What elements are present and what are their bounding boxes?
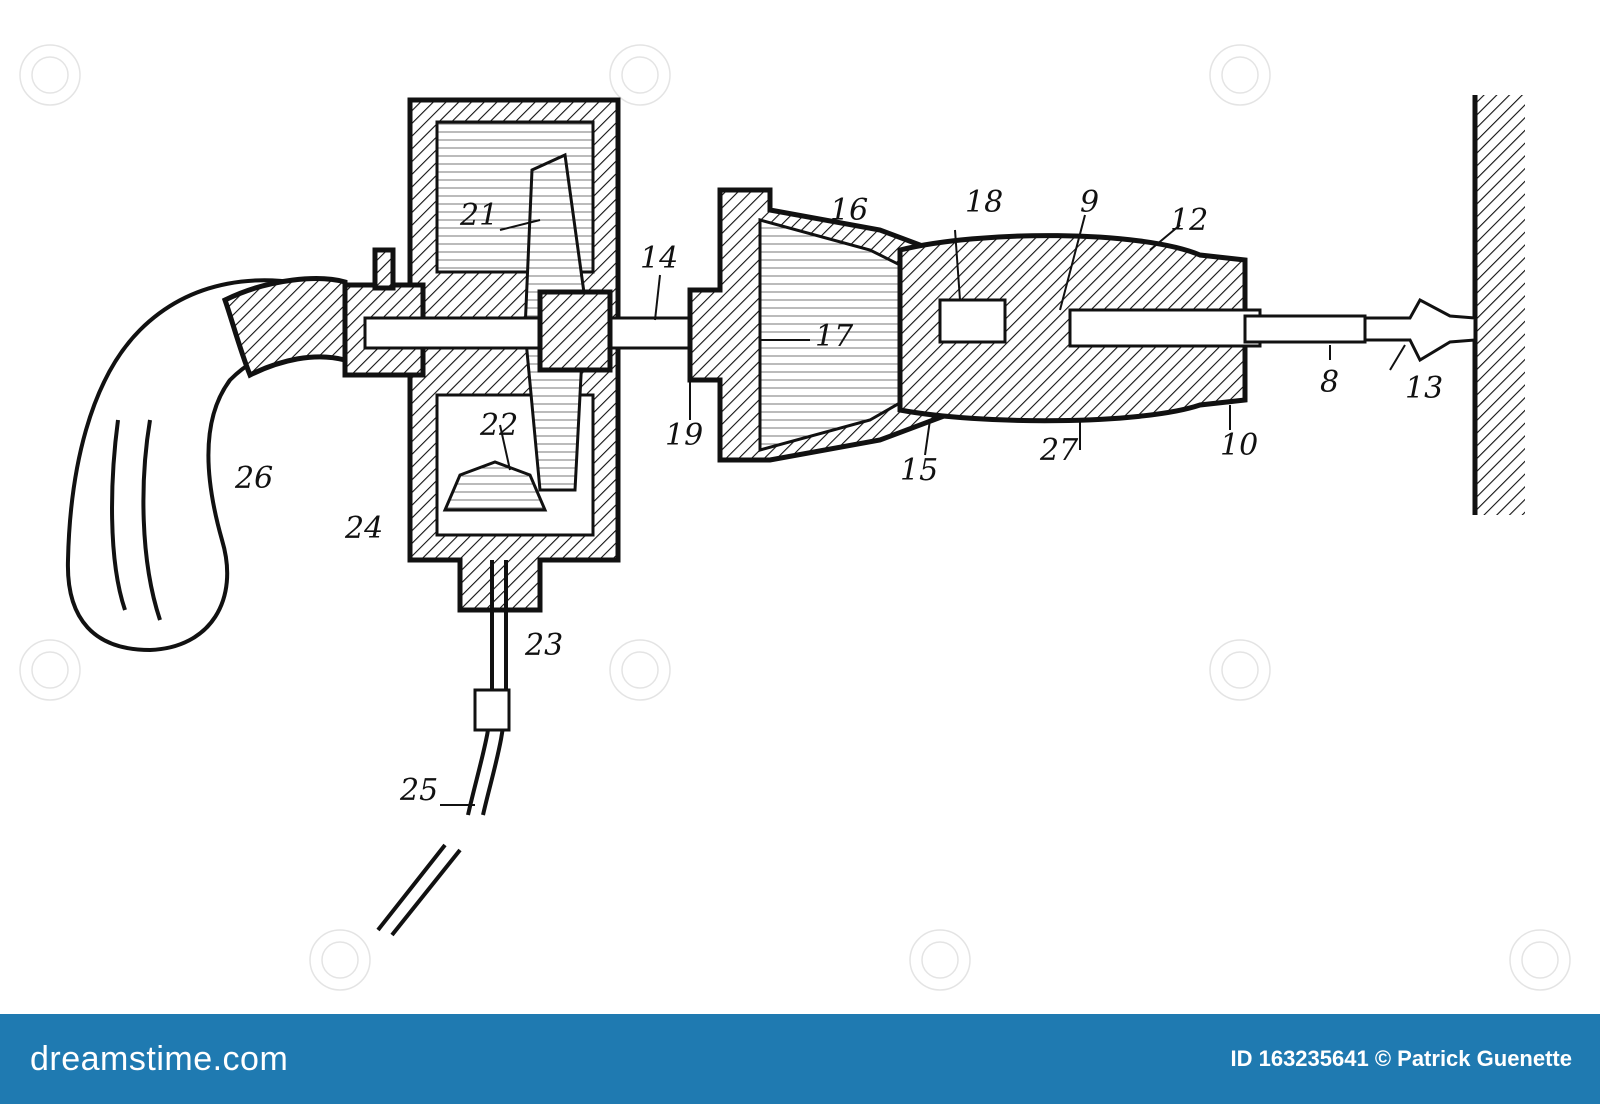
barrel [897,233,1262,424]
cone-housing [687,187,963,463]
stock-footer-bar: dreamstime.com ID 163235641 © Patrick Gu… [0,1014,1600,1104]
label-14: 14 [640,241,678,276]
label-10: 10 [1220,428,1258,463]
label-17: 17 [815,319,854,354]
label-13: 13 [1405,371,1443,406]
label-12: 12 [1170,203,1208,238]
leader-lines [440,214,1406,806]
label-16: 16 [830,193,868,228]
label-25: 25 [399,773,438,808]
label-15: 15 [900,453,938,488]
watermark-pattern [19,44,1571,991]
footer-brand: dreamstime.com [30,1039,289,1078]
label-27: 27 [1039,433,1079,468]
label-19: 19 [665,418,703,453]
label-23: 23 [524,628,563,663]
flexible-cable [376,560,511,937]
label-8: 8 [1320,365,1339,400]
tool-bit [1243,297,1477,363]
handle [65,276,348,653]
part-labels: 8 9 10 12 13 14 15 16 17 18 19 21 22 23 … [234,185,1443,808]
patent-drawing: 8 9 10 12 13 14 15 16 17 18 19 21 22 23 … [19,44,1571,991]
label-21: 21 [459,198,498,233]
label-26: 26 [234,461,273,496]
label-9: 9 [1080,185,1099,220]
wall [1472,95,1525,515]
label-18: 18 [965,185,1003,220]
footer-credit: ID 163235641 © Patrick Guenette [1230,1046,1572,1071]
label-24: 24 [344,511,383,546]
label-22: 22 [479,408,518,443]
